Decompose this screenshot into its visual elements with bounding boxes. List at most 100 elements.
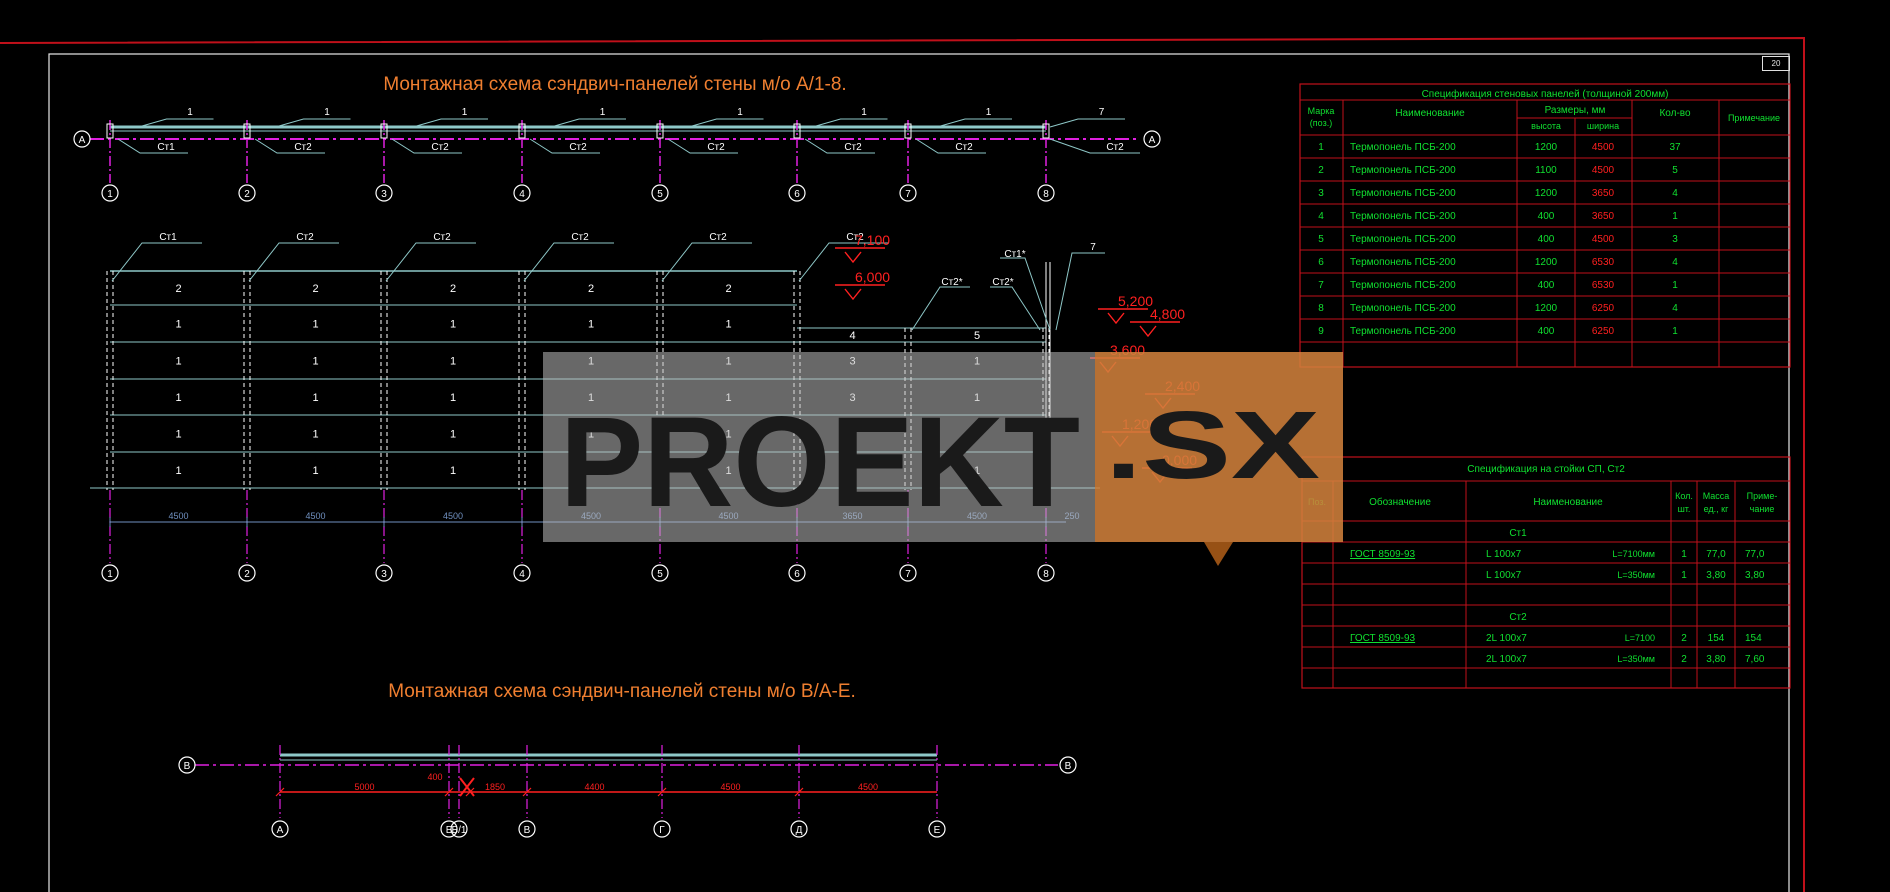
row-axis-bubble-left-label: А <box>79 135 86 146</box>
panel-mark: 2 <box>450 283 456 295</box>
elev-extra-label-4: 7 <box>1090 242 1096 253</box>
post-leader <box>529 138 600 154</box>
axis-bubble-lower-5 <box>651 564 669 582</box>
axis-bubble-7 <box>899 184 917 202</box>
dimension-label: 4500 <box>443 511 463 521</box>
post-label-6: Ст2 <box>844 142 862 153</box>
axis-bubble-6-label: 6 <box>794 189 800 200</box>
dimension2-label: 5000 <box>354 782 374 792</box>
spec2-group-title: Ст1 <box>1509 528 1527 539</box>
spec1-cell-height: 1200 <box>1535 188 1558 199</box>
watermark-domain: .SX <box>1105 392 1320 499</box>
panel-leader-7: 1 <box>986 107 992 118</box>
panel-leader-4: 1 <box>600 107 606 118</box>
axis-bubble-lower-2-label: 2 <box>244 569 250 580</box>
axis-bubble-lower-4 <box>513 564 531 582</box>
panel-mark: 1 <box>312 429 318 441</box>
post-leader <box>798 242 889 282</box>
post-leader <box>804 138 875 154</box>
level-label-1: 7,100 <box>855 232 890 248</box>
spec1-cell-height: 400 <box>1538 211 1555 222</box>
axis-bubble-4 <box>513 184 531 202</box>
axis2-bubble-6-label: Д <box>796 825 803 836</box>
dimension2-tick <box>522 787 532 797</box>
panel-mark: 1 <box>725 319 731 331</box>
panel-leader-3: 1 <box>462 107 468 118</box>
spec1-cell-qty: 1 <box>1672 211 1678 222</box>
spec2-cell-profile: 2L 100х7 <box>1486 654 1527 665</box>
axis2-bubble-5-label: Г <box>659 825 665 836</box>
spec1-cell-mark: 9 <box>1318 326 1324 337</box>
panel-mark: 1 <box>175 392 181 404</box>
panel-mark: 1 <box>175 465 181 477</box>
post-leader <box>915 138 986 154</box>
dimension2-label: 4500 <box>720 782 740 792</box>
panel-mark: 1 <box>450 392 456 404</box>
post-marker <box>1042 123 1050 139</box>
post-label-3: Ст2 <box>431 142 449 153</box>
post-marker <box>243 123 251 139</box>
spec1-cell-height: 1200 <box>1535 257 1558 268</box>
spec1-h-note: Примечание <box>1728 113 1780 123</box>
spec2-cell-length: L=350мм <box>1617 654 1655 664</box>
axis-bubble-7-label: 7 <box>905 189 911 200</box>
axis-bubble-4-label: 4 <box>519 189 525 200</box>
dimension-label: 4500 <box>305 511 325 521</box>
cross-mark <box>459 777 475 797</box>
post-leader <box>661 242 752 282</box>
spec2-cell-mass: 77,0 <box>1706 549 1726 560</box>
spec1-cell-name: Термопонель ПСБ-200 <box>1350 280 1456 291</box>
panel-mark: 5 <box>974 330 980 342</box>
dimension2-tick <box>444 787 454 797</box>
axis2-bubble-6 <box>790 820 808 838</box>
axis-bubble-lower-3-label: 3 <box>381 569 387 580</box>
spec1-h-mark-2: (поз.) <box>1310 118 1332 128</box>
spec1-cell-qty: 37 <box>1669 142 1681 153</box>
post-label-7: Ст2 <box>955 142 973 153</box>
spec1-cell-width: 4500 <box>1592 142 1615 153</box>
post-leader <box>391 138 462 154</box>
post-marker <box>656 123 664 139</box>
spec1-cell-height: 1100 <box>1535 165 1557 176</box>
spec1-h-width: ширина <box>1587 121 1619 131</box>
post-label-4: Ст2 <box>569 142 587 153</box>
axis-bubble-1 <box>101 184 119 202</box>
spec2-cell-profile: 2L 100х7 <box>1486 633 1527 644</box>
spec1-h-size: Размеры, мм <box>1545 105 1606 116</box>
post-label-5: Ст2 <box>707 142 725 153</box>
axis2-bubble-1-label: А <box>277 825 284 836</box>
watermark: PROEKT .SX <box>543 352 1343 566</box>
level-label-2: 6,000 <box>855 269 890 285</box>
panel-leader-5: 1 <box>737 107 743 118</box>
panel-leader-5-leader <box>688 118 764 128</box>
spec1-cell-name: Термопонель ПСБ-200 <box>1350 211 1456 222</box>
spec1-cell-name: Термопонель ПСБ-200 <box>1350 142 1456 153</box>
spec2-cell-qty: 1 <box>1681 570 1687 581</box>
panel-leader-6-leader <box>812 118 888 128</box>
panel-mark: 1 <box>450 429 456 441</box>
level-mark <box>835 247 885 264</box>
post-label-8: Ст2 <box>1106 142 1124 153</box>
spec2-cell-total: 154 <box>1745 633 1762 644</box>
axis2-bubble-3-label: Б/1 <box>452 825 467 836</box>
post-leader <box>911 286 970 331</box>
panel-mark: 2 <box>175 283 181 295</box>
spec2-h-qty-2: шт. <box>1678 504 1691 514</box>
spec1-cell-qty: 1 <box>1672 280 1678 291</box>
elev-extra-label-1: Ст1* <box>1004 249 1025 260</box>
elev-post-label-6: Ст2 <box>846 232 864 243</box>
spec2-cell-profile: L 100х7 <box>1486 549 1522 560</box>
axis-bubble-lower-2 <box>238 564 256 582</box>
spec1-cell-qty: 4 <box>1672 303 1678 314</box>
dimension2-label: 1850 <box>485 782 505 792</box>
axis2-bubble-4-label: В <box>524 825 531 836</box>
spec1-cell-qty: 4 <box>1672 257 1678 268</box>
axis-bubble-1-label: 1 <box>107 189 113 200</box>
spec2-cell-qty: 1 <box>1681 549 1687 560</box>
axis-bubble-2 <box>238 184 256 202</box>
spec2-frame <box>1301 456 1791 689</box>
panel-mark: 1 <box>312 392 318 404</box>
level-mark <box>835 284 885 301</box>
axis2-bubble-7-label: Е <box>934 825 941 836</box>
panel-mark: 4 <box>849 330 855 342</box>
